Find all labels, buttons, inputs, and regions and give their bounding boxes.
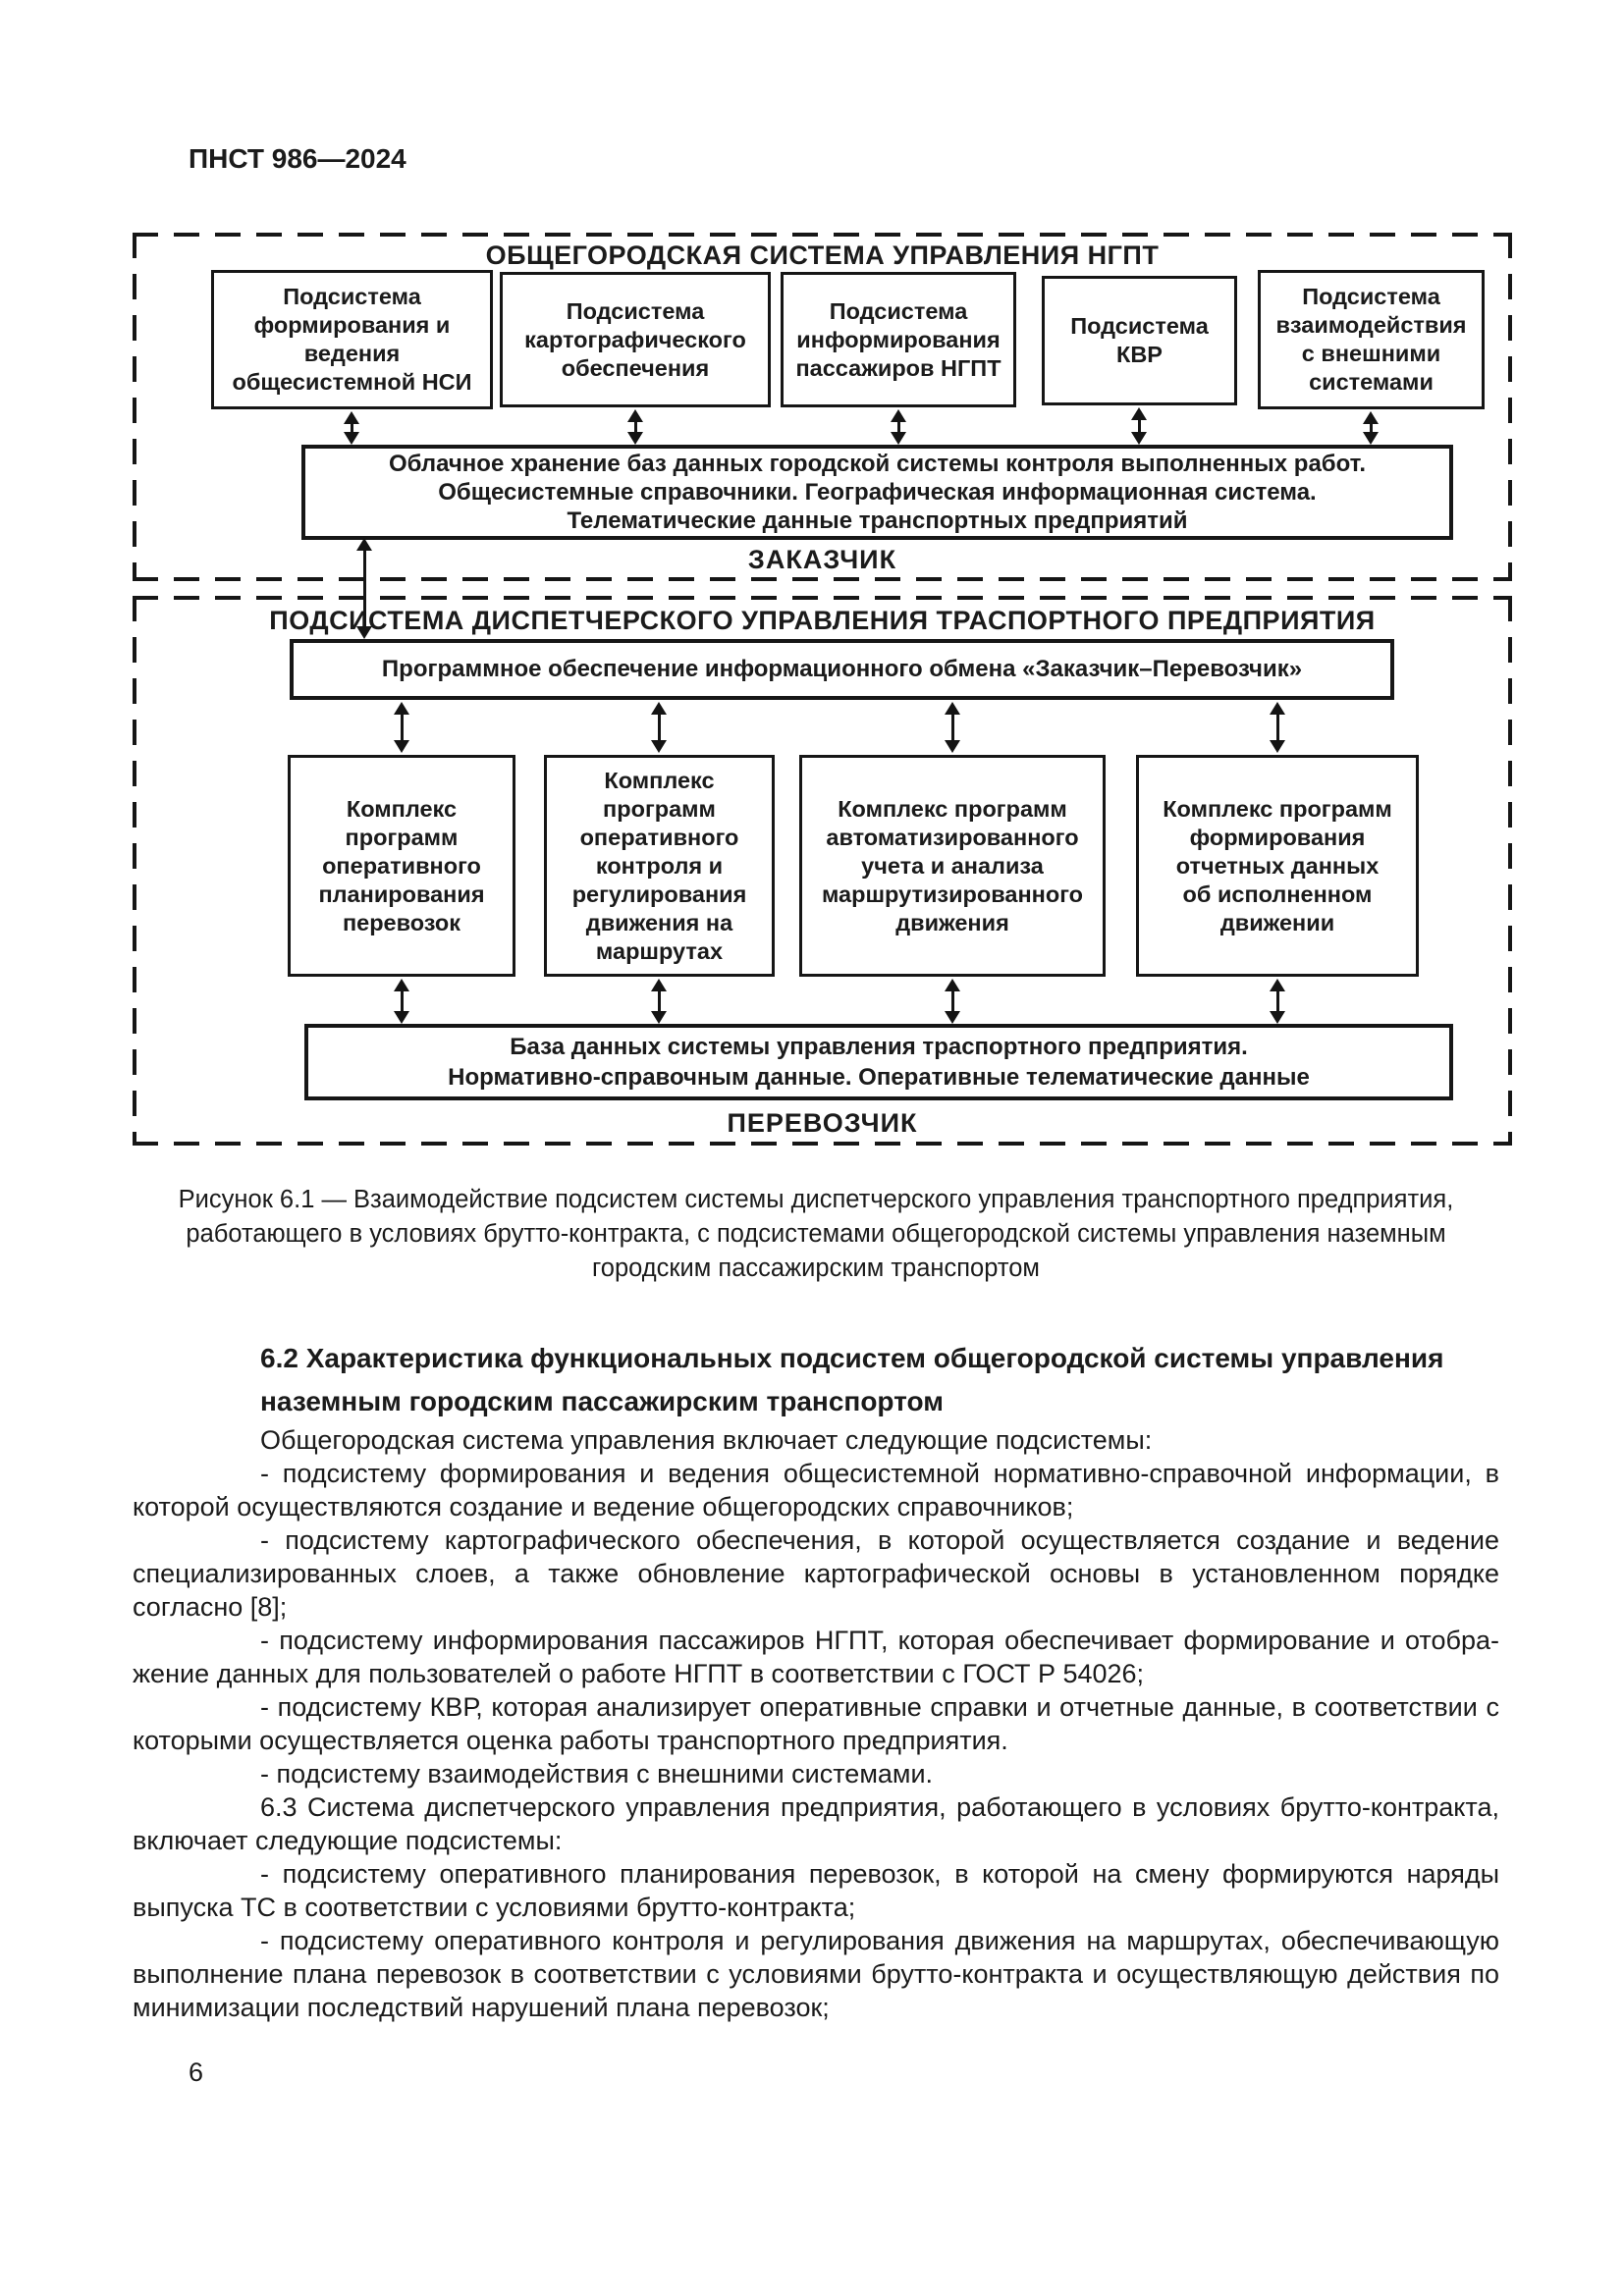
- paragraph: - подсистему оперативного контроля и рег…: [133, 1926, 1499, 2022]
- arrow-shaft: [1275, 712, 1279, 743]
- double-arrow-icon: [944, 979, 961, 1024]
- arrow-shaft: [657, 712, 661, 743]
- arrow-shaft: [896, 419, 900, 435]
- arrow-shaft: [1275, 988, 1279, 1014]
- subsystem-nsi-box: Подсистема формирования и ведения общеси…: [211, 270, 493, 409]
- arrow-shaft: [1369, 421, 1373, 435]
- double-arrow-icon: [1269, 702, 1286, 753]
- double-arrow-icon: [393, 702, 410, 753]
- figure-6-1-diagram: ОБЩЕГОРОДСКАЯ СИСТЕМА УПРАВЛЕНИЯ НГПТ По…: [133, 233, 1512, 1146]
- complex-accounting-box: Комплекс программ автоматизированного уч…: [799, 755, 1106, 977]
- paragraph: Общегородская система управления включае…: [260, 1425, 1153, 1455]
- arrow-shaft: [400, 988, 404, 1014]
- page-number: 6: [189, 2057, 204, 2087]
- paragraph: - подсистему формирования и ведения обще…: [133, 1459, 1499, 1522]
- complex-planning-box: Комплекс программ оперативного планирова…: [288, 755, 515, 977]
- arrow-shaft: [1137, 417, 1141, 435]
- carrier-label: ПЕРЕВОЗЧИК: [727, 1108, 918, 1138]
- double-arrow-icon: [355, 538, 373, 639]
- subsystem-passenger-info-box: Подсистема информирования пассажиров НГП…: [781, 272, 1016, 407]
- paragraph: 6.3 Система диспетчерского управления пр…: [133, 1792, 1499, 1855]
- paragraph: - подсистему КВР, которая анализирует оп…: [133, 1692, 1499, 1755]
- double-arrow-icon: [626, 409, 644, 445]
- complex-control-box: Комплекс программ оперативного контроля …: [544, 755, 775, 977]
- paragraph: - подсистему оперативного планирования п…: [133, 1859, 1499, 1922]
- carrier-region: ПОДСИСТЕМА ДИСПЕТЧЕРСКОГО УПРАВЛЕНИЯ ТРА…: [133, 596, 1512, 1146]
- double-arrow-icon: [650, 979, 668, 1024]
- double-arrow-icon: [393, 979, 410, 1024]
- double-arrow-icon: [1269, 979, 1286, 1024]
- exchange-software-box: Программное обеспечение информационного …: [290, 639, 1394, 700]
- database-box: База данных системы управления траспортн…: [304, 1024, 1453, 1100]
- subsystem-cartography-box: Подсистема картографического обеспечения: [500, 272, 771, 407]
- cloud-storage-box: Облачное хранение баз данных городской с…: [301, 445, 1453, 540]
- customer-region-title: ОБЩЕГОРОДСКАЯ СИСТЕМА УПРАВЛЕНИЯ НГПТ: [485, 240, 1160, 270]
- double-arrow-icon: [944, 702, 961, 753]
- section-heading-6-2: 6.2 Характеристика функциональных подсис…: [260, 1343, 1444, 1416]
- paragraph: - подсистему взаимодействия с внешними с…: [260, 1759, 934, 1789]
- double-arrow-icon: [1130, 407, 1148, 445]
- customer-region: ОБЩЕГОРОДСКАЯ СИСТЕМА УПРАВЛЕНИЯ НГПТ По…: [133, 233, 1512, 581]
- paragraph: - подсистему картографического обеспечен…: [133, 1525, 1499, 1622]
- arrow-shaft: [633, 419, 637, 435]
- document-code: ПНСТ 986—2024: [189, 143, 406, 174]
- arrow-shaft: [350, 421, 353, 435]
- customer-label: ЗАКАЗЧИК: [747, 545, 897, 574]
- arrow-shaft: [400, 712, 404, 743]
- double-arrow-icon: [890, 409, 907, 445]
- double-arrow-icon: [343, 411, 360, 445]
- arrow-shaft: [362, 548, 366, 629]
- arrow-shaft: [950, 712, 954, 743]
- double-arrow-icon: [650, 702, 668, 753]
- body-text: Общегородская система управления включае…: [133, 1423, 1499, 2024]
- paragraph: - подсистему информирования пассажиров Н…: [133, 1626, 1499, 1688]
- carrier-region-title: ПОДСИСТЕМА ДИСПЕТЧЕРСКОГО УПРАВЛЕНИЯ ТРА…: [269, 606, 1376, 635]
- arrow-shaft: [657, 988, 661, 1014]
- arrow-shaft: [950, 988, 954, 1014]
- complex-reporting-box: Комплекс программ формирования отчетных …: [1136, 755, 1419, 977]
- subsystem-external-box: Подсистема взаимодействия с внешними сис…: [1258, 270, 1485, 409]
- subsystem-kvr-box: Подсистема КВР: [1042, 276, 1237, 405]
- figure-caption: Рисунок 6.1 — Взаимодействие подсистем с…: [178, 1186, 1454, 1282]
- double-arrow-icon: [1362, 411, 1380, 445]
